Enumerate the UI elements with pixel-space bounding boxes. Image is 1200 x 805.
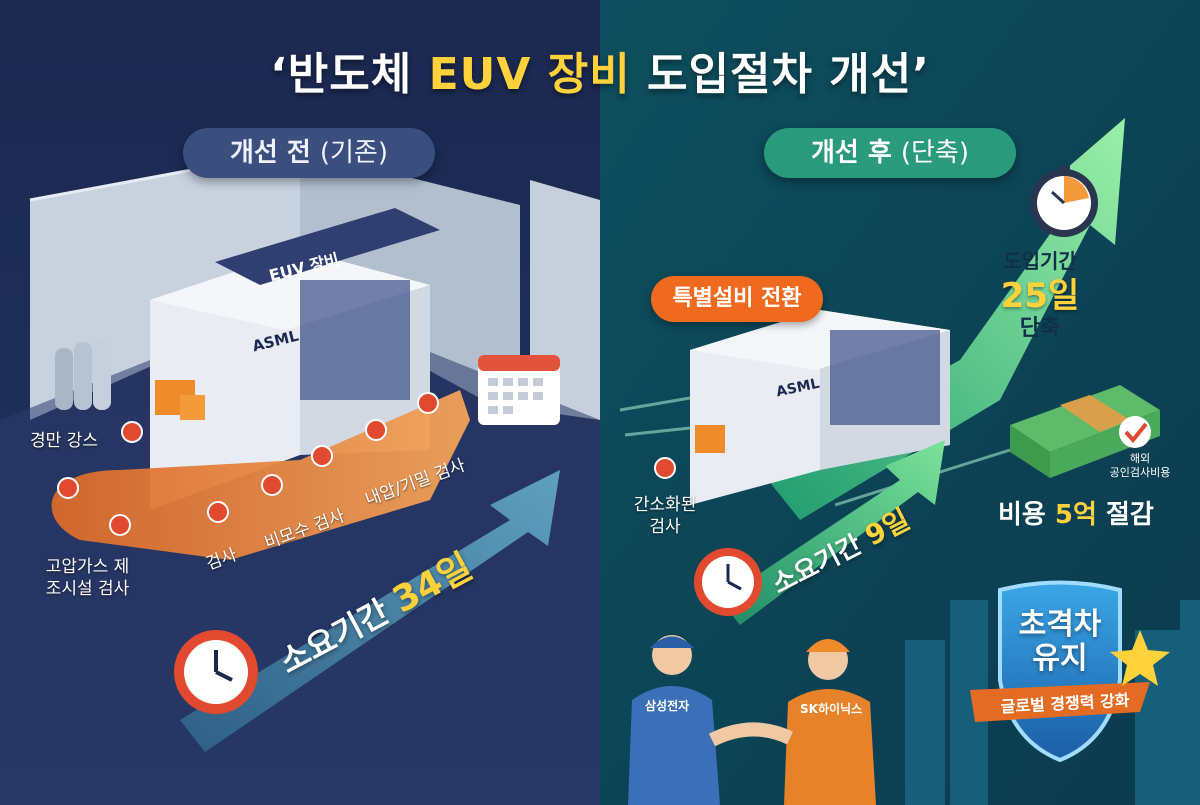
- title-part2: 도입절차 개선’: [630, 49, 930, 100]
- cost-note: 해외 공인검사비용: [1109, 452, 1171, 479]
- after-heading-main: 개선 후: [810, 138, 892, 168]
- before-heading-sub: (기존): [319, 138, 388, 168]
- right-duration-arrow: [720, 440, 945, 625]
- before-heading: 개선 전 (기존): [183, 128, 435, 178]
- reduction-label: 도입기간: [1003, 249, 1077, 273]
- left-duration-arrow: [180, 470, 560, 752]
- clock-icon-after: [694, 548, 762, 616]
- stopwatch-icon: [1030, 166, 1098, 237]
- worker-samsung: [628, 635, 720, 805]
- euv-machine-after: [690, 310, 950, 505]
- simplified-pin: [654, 457, 676, 479]
- step-label: 경만 강스: [30, 431, 98, 451]
- title-highlight: EUV 장비: [428, 49, 631, 100]
- after-heading-sub: (단축): [900, 138, 969, 168]
- simplified-inspection-label: 간소화된 검사: [633, 495, 697, 537]
- shield-icon: [970, 580, 1150, 763]
- calendar-icon: [478, 355, 560, 425]
- star-icon: [1110, 630, 1170, 686]
- cost-suffix: 절감: [1096, 500, 1154, 530]
- shield-title: 초격차 유지: [1018, 607, 1102, 676]
- title-part1: ‘반도체: [270, 49, 429, 100]
- cost-value: 5억: [1054, 500, 1097, 530]
- gas-cylinders: [55, 338, 111, 410]
- after-heading: 개선 후 (단축): [764, 128, 1016, 178]
- reduction-suffix: 단축: [1019, 316, 1061, 341]
- check-badge-icon: [1119, 416, 1151, 448]
- path-pins: [57, 392, 439, 536]
- worker-right-label: SK하이닉스: [800, 702, 863, 716]
- cost-prefix: 비용: [998, 500, 1055, 530]
- special-equipment-tag: 특별설비 전환: [651, 276, 823, 322]
- reduction-arrow: [760, 118, 1125, 520]
- worker-left-label: 삼성전자: [645, 699, 690, 713]
- city-skyline: [905, 600, 1200, 805]
- step-label: 고압가스 제조시설 검사: [45, 557, 130, 599]
- clock-icon-before: [174, 630, 258, 714]
- cost-saving: 비용 5억 절감: [998, 494, 1154, 531]
- euv-machine-before: [150, 208, 440, 510]
- handshake: [708, 722, 793, 747]
- page-title: ‘반도체 EUV 장비 도입절차 개선’: [0, 38, 1200, 102]
- reduction-value: 25일: [1000, 276, 1080, 316]
- before-heading-main: 개선 전: [229, 138, 311, 168]
- worker-skhynix: [784, 639, 876, 805]
